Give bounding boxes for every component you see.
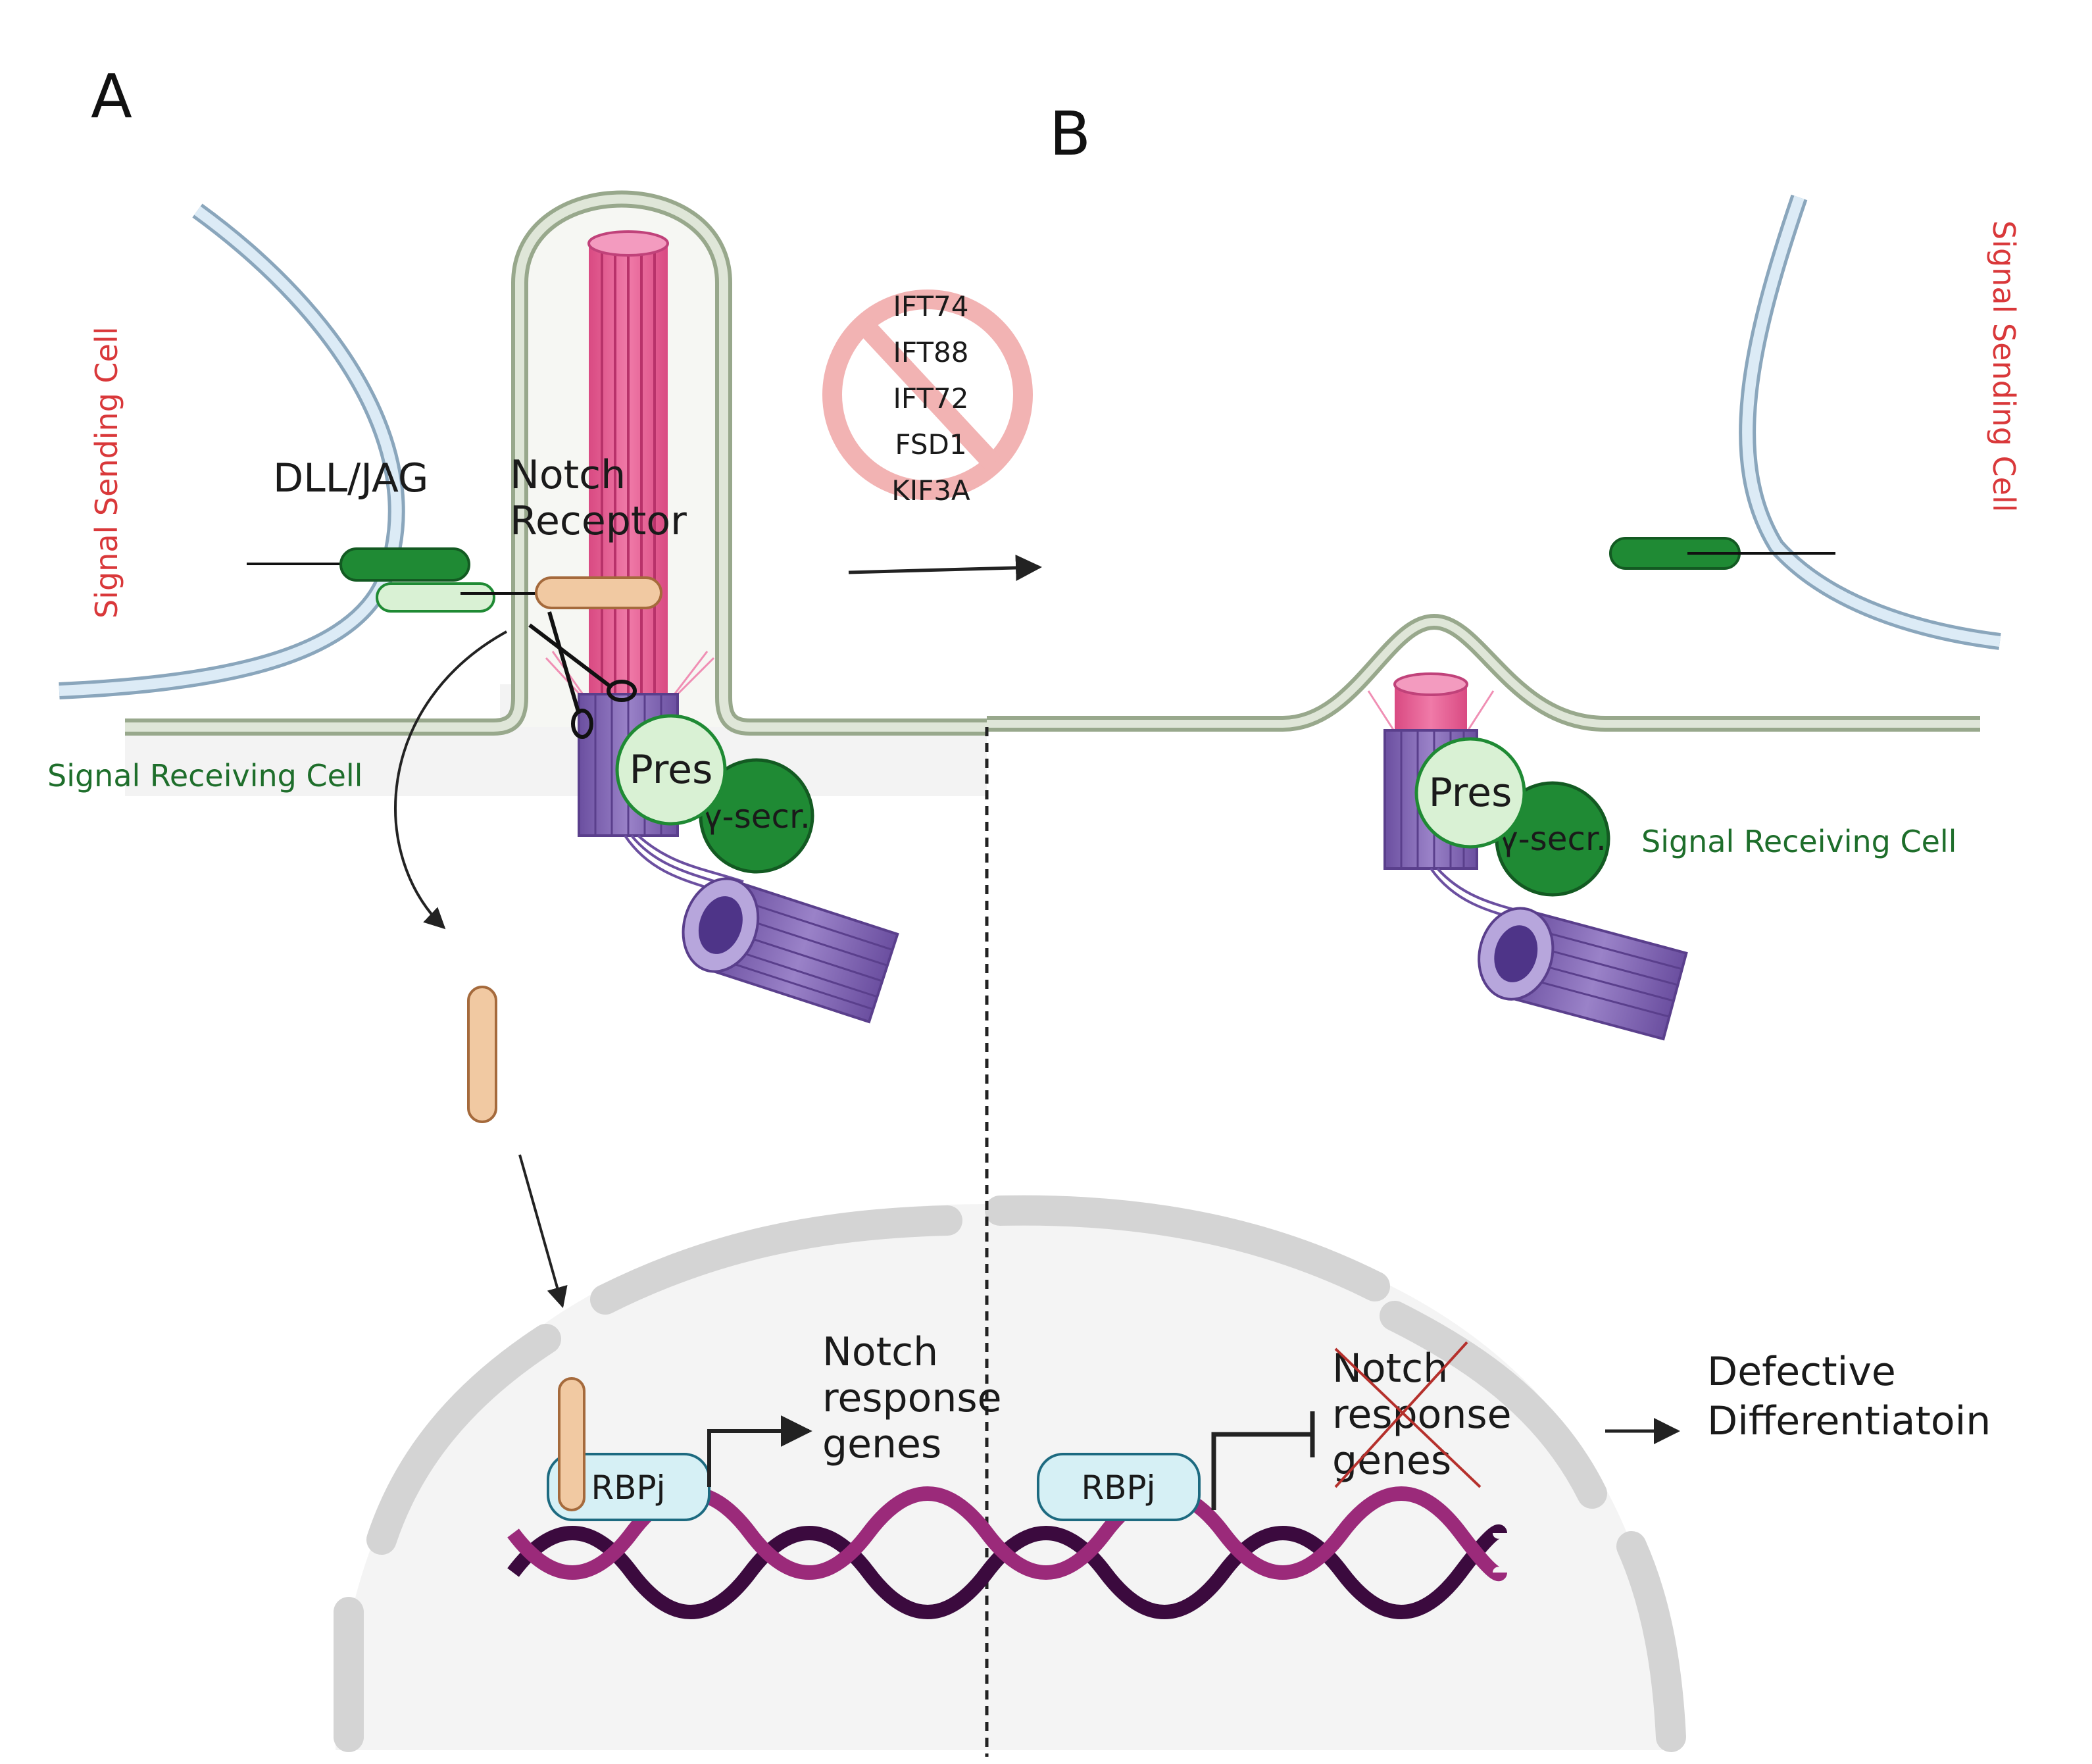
receiving-membrane-b bbox=[987, 613, 1980, 732]
sending-cell-membrane-b-inner bbox=[1742, 195, 2001, 647]
nicd-bound bbox=[558, 1377, 585, 1511]
panel-label-a: A bbox=[91, 61, 132, 132]
dna-strand-dark bbox=[507, 1524, 1507, 1619]
strikeout-cross-icon bbox=[1334, 1341, 1482, 1488]
knockout-arrow bbox=[848, 555, 1042, 581]
nicd-nuclear-import-arrow bbox=[518, 1154, 568, 1309]
repression-bar bbox=[1211, 1411, 1315, 1510]
nuclear-envelope bbox=[334, 1195, 1686, 1752]
daughter-centriole-b bbox=[1478, 907, 1688, 1041]
notch-receptor bbox=[535, 576, 662, 609]
receiving-cell-label-a: Signal Receiving Cell bbox=[47, 758, 362, 794]
nicd-fragment bbox=[467, 986, 497, 1123]
sending-cell-label-a: Signal Sending Cell bbox=[89, 326, 124, 618]
response-genes-a-line2: response bbox=[822, 1375, 1002, 1421]
rbpj-b bbox=[1037, 1453, 1201, 1521]
receptor-label-line2: Receptor bbox=[510, 498, 687, 544]
gene-fsd1: FSD1 bbox=[895, 428, 966, 461]
receiving-membrane-a-inner bbox=[125, 194, 987, 732]
sending-cell-label-b: Signal Sending Cell bbox=[1986, 220, 2022, 513]
gene-kif3a: KIF3A bbox=[891, 474, 970, 507]
prohibition-icon bbox=[822, 290, 1033, 500]
nicd-release-arrow bbox=[394, 630, 507, 930]
ligand-label: DLL/JAG bbox=[273, 455, 428, 501]
gene-ift72: IFT72 bbox=[893, 382, 969, 415]
notch-extracellular-domain bbox=[376, 582, 495, 613]
ift-gene-list: IFT74 IFT88 IFT72 FSD1 KIF3A bbox=[891, 290, 970, 507]
cilium-axoneme-a bbox=[587, 230, 669, 697]
receptor-label-line1: Notch bbox=[510, 452, 626, 498]
gene-ift74: IFT74 bbox=[893, 290, 969, 322]
receiving-cell-label-b: Signal Receiving Cell bbox=[1641, 824, 1956, 859]
panel-label-b: B bbox=[1049, 99, 1091, 169]
outcome-line2: Differentiatoin bbox=[1707, 1398, 1991, 1444]
receiving-membrane-b-inner bbox=[987, 617, 1980, 728]
cleavage-scissors-icon bbox=[528, 611, 637, 739]
daughter-centriole-a bbox=[682, 877, 899, 1024]
presenilin-b: Pres bbox=[1414, 737, 1526, 849]
sending-cell-membrane-b bbox=[1739, 194, 2001, 650]
outcome-line1: Defective bbox=[1707, 1349, 1896, 1395]
presenilin-a: Pres bbox=[615, 714, 727, 826]
rbpj-label-a: RBPj bbox=[591, 1469, 665, 1507]
gene-ift88: IFT88 bbox=[893, 336, 969, 368]
response-genes-b-line3: genes bbox=[1332, 1438, 1451, 1484]
presenilin-label-b: Pres bbox=[1429, 770, 1512, 816]
activation-arrow bbox=[707, 1415, 812, 1487]
gamma-secretase-b: γ-secr. bbox=[1495, 781, 1610, 897]
response-genes-a-line3: genes bbox=[822, 1421, 941, 1467]
response-genes-a-line1: Notch bbox=[822, 1329, 938, 1375]
gamma-secretase-label-b: γ-secr. bbox=[1499, 820, 1606, 858]
presenilin-label-a: Pres bbox=[630, 747, 713, 793]
rbpj-label-b: RBPj bbox=[1081, 1469, 1155, 1507]
cilium-stub-b bbox=[1393, 672, 1468, 737]
dll-jag-ligand-a bbox=[339, 547, 470, 582]
gamma-secretase-label-a: γ-secr. bbox=[703, 797, 810, 836]
response-genes-b-line1: Notch bbox=[1332, 1346, 1448, 1392]
